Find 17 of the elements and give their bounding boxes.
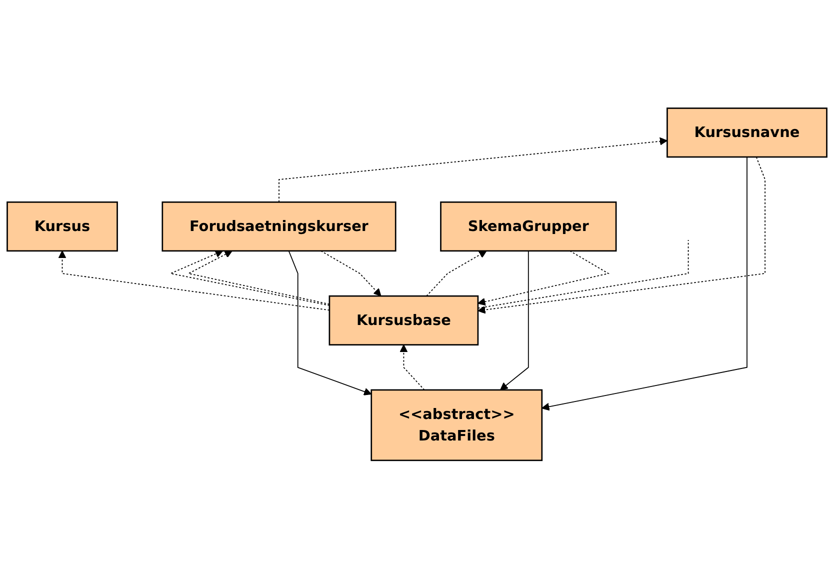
arrow — [58, 250, 330, 311]
connector — [478, 240, 689, 309]
node-box: Kursusnavne — [666, 108, 828, 158]
arrow — [478, 156, 766, 314]
arrow — [542, 156, 748, 411]
node-box: <<abstract>> DataFiles — [370, 389, 543, 462]
arrow — [320, 250, 382, 297]
arrow — [500, 250, 529, 390]
node-box: SkemaGrupper — [440, 202, 617, 252]
node-box: Kursus — [6, 202, 118, 252]
arrow — [478, 250, 610, 306]
arrow — [278, 138, 668, 203]
arrow — [400, 344, 425, 391]
node-box: Kursusbase — [328, 296, 479, 346]
node-box: Forudsaetningskurser — [162, 202, 396, 252]
arrow — [426, 250, 487, 297]
arrow — [288, 250, 372, 396]
